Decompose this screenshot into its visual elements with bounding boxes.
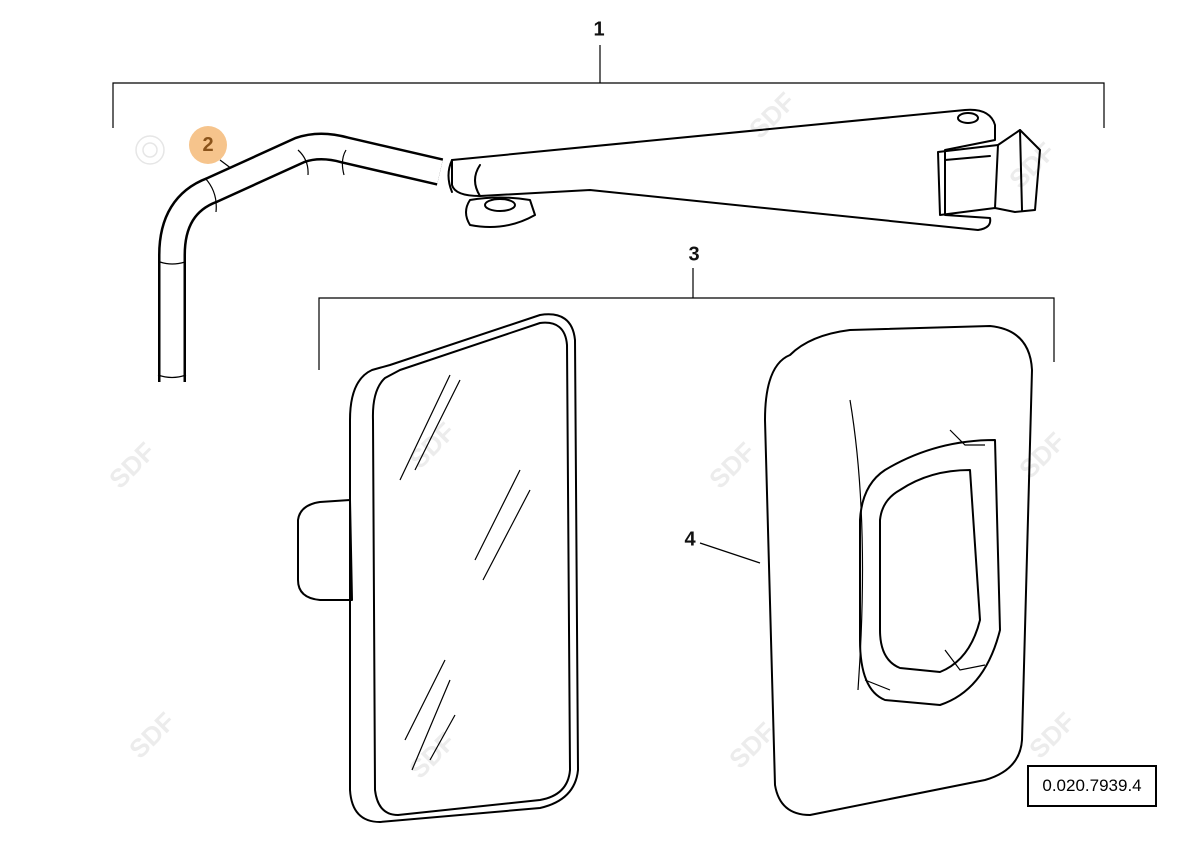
svg-text:SDF: SDF bbox=[723, 716, 781, 774]
svg-text:SDF: SDF bbox=[403, 416, 461, 474]
bracket-3 bbox=[318, 268, 1055, 370]
mirror-housing[interactable] bbox=[764, 325, 1033, 816]
svg-text:SDF: SDF bbox=[103, 436, 161, 494]
mirror-glass[interactable] bbox=[297, 313, 579, 823]
svg-text:SDF: SDF bbox=[1023, 706, 1081, 764]
mirror-arm-tube[interactable] bbox=[157, 132, 444, 383]
callout-1[interactable]: 1 bbox=[593, 18, 605, 41]
reference-number-box: 0.020.7939.4 bbox=[1027, 765, 1157, 807]
mirror-arm-bracket[interactable] bbox=[447, 108, 1041, 231]
svg-text:SDF: SDF bbox=[123, 706, 181, 764]
svg-text:SDF: SDF bbox=[743, 86, 801, 144]
callout-3[interactable]: 3 bbox=[688, 243, 700, 266]
bracket-1 bbox=[112, 45, 1105, 128]
svg-text:SDF: SDF bbox=[703, 436, 761, 494]
leader-4 bbox=[699, 542, 761, 564]
callout-2-highlighted[interactable]: 2 bbox=[189, 126, 227, 164]
callout-4[interactable]: 4 bbox=[684, 528, 696, 551]
svg-text:SDF: SDF bbox=[1003, 136, 1061, 194]
svg-text:SDF: SDF bbox=[1013, 426, 1071, 484]
